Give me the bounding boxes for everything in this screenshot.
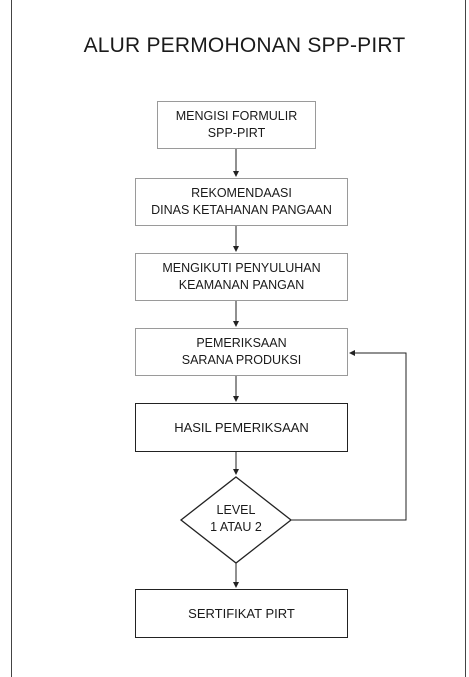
final-sertifikat: SERTIFIKAT PIRT [135, 589, 348, 638]
loop-back-arrow [291, 350, 407, 521]
step-label-line: MENGISI FORMULIR [175, 109, 298, 123]
step-label-line: MENGIKUTI PENYULUHAN [162, 261, 321, 275]
page-border-left [11, 0, 12, 677]
step-label-line: SARANA PRODUKSI [181, 353, 302, 367]
decision-label: LEVEL 1 ATAU 2 [186, 502, 286, 536]
page-border-right [465, 0, 466, 677]
step-rekomendasi: REKOMENDAASI DINAS KETAHANAN PANGAAN [135, 178, 348, 226]
step-label-line: REKOMENDAASI [191, 186, 292, 200]
step-label-line: PEMERIKSAAN [196, 336, 287, 350]
decision-label-line: 1 ATAU 2 [210, 520, 262, 534]
step-label-line: DINAS KETAHANAN PANGAAN [151, 203, 332, 217]
step-penyuluhan: MENGIKUTI PENYULUHAN KEAMANAN PANGAN [135, 253, 348, 301]
step-hasil-pemeriksaan: HASIL PEMERIKSAAN [135, 403, 348, 452]
diagram-title: ALUR PERMOHONAN SPP-PIRT [83, 34, 406, 57]
step-pemeriksaan-sarana: PEMERIKSAAN SARANA PRODUKSI [135, 328, 348, 376]
decision-label-line: LEVEL [216, 503, 256, 517]
step-label-line: HASIL PEMERIKSAAN [174, 420, 309, 435]
step-isi-formulir: MENGISI FORMULIR SPP-PIRT [157, 101, 316, 149]
final-label-line: SERTIFIKAT PIRT [188, 606, 295, 621]
step-label-line: SPP-PIRT [207, 126, 266, 140]
step-label-line: KEAMANAN PANGAN [178, 278, 305, 292]
